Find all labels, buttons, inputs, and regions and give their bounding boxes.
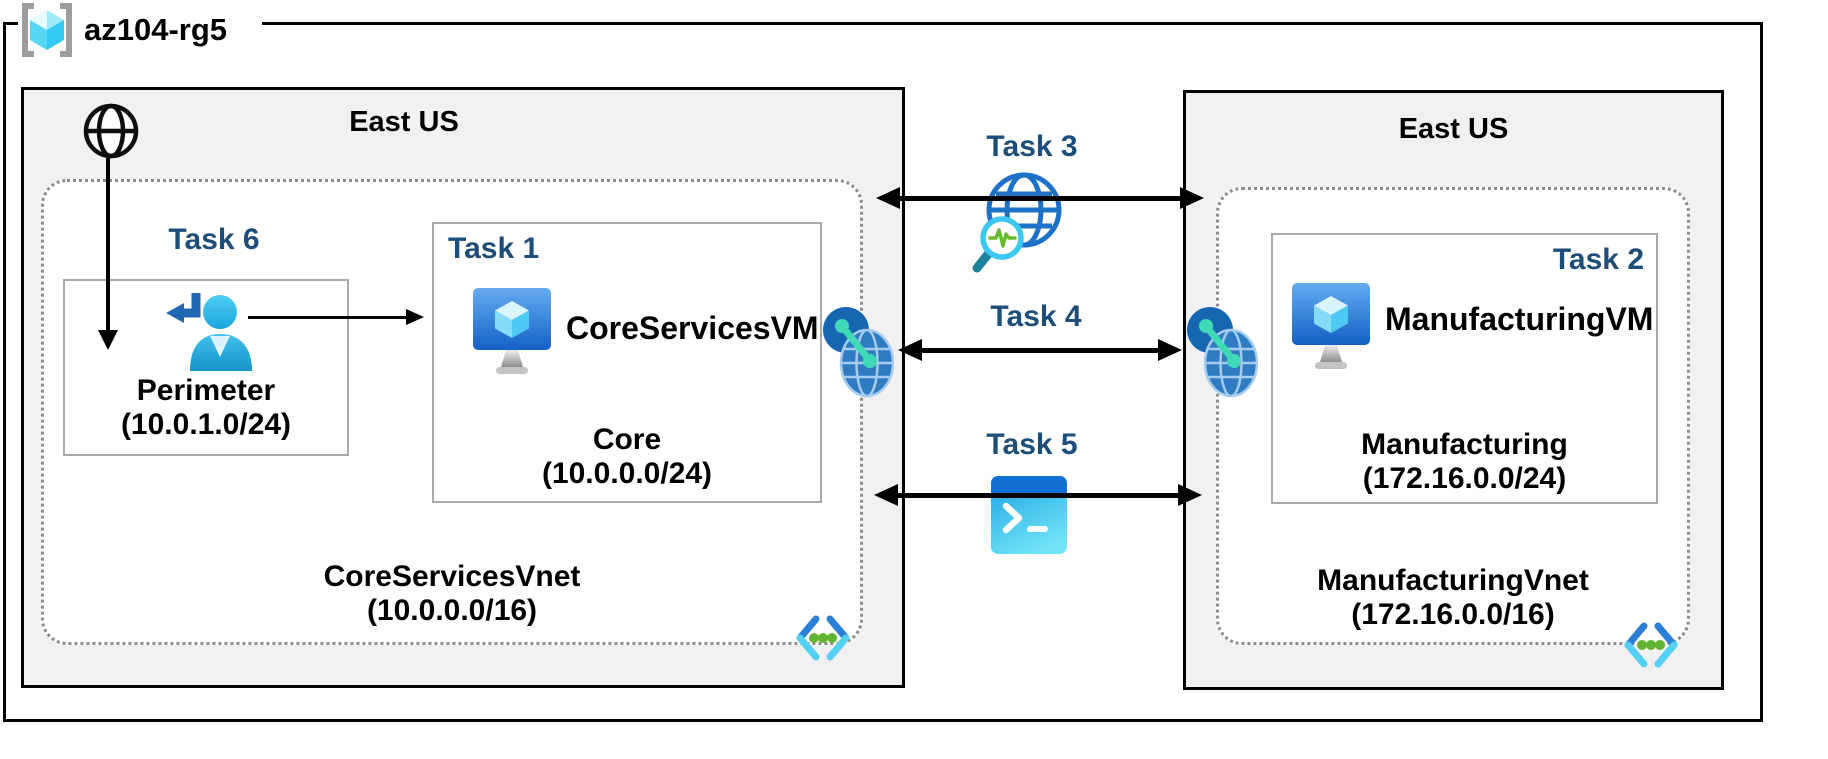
internet-to-perimeter-arrow bbox=[106, 158, 110, 332]
manufacturing-vm-name: ManufacturingVM bbox=[1385, 301, 1654, 337]
core-vnet-name: CoreServicesVnet bbox=[323, 560, 581, 593]
manufacturing-vnet-name: ManufacturingVnet bbox=[1317, 564, 1589, 597]
code-brackets-icon bbox=[796, 615, 850, 661]
core-services-vm-icon bbox=[473, 288, 551, 374]
task4-arrow bbox=[918, 348, 1162, 353]
core-subnet-name: Core bbox=[592, 423, 662, 456]
user-return-arrow-icon bbox=[166, 293, 252, 371]
vnet-peering-icon bbox=[823, 307, 894, 398]
core-subnet-box: Task 1 CoreServicesVM Core (10.0.0.0/24) bbox=[432, 222, 822, 503]
manufacturing-subnet-box: Task 2 ManufacturingVM Manufacturing (17… bbox=[1271, 233, 1658, 504]
task5-arrowhead-left bbox=[874, 484, 898, 506]
network-watcher-icon bbox=[972, 172, 1062, 273]
task5-arrowhead-right bbox=[1178, 484, 1202, 506]
perimeter-subnet-box: Perimeter (10.0.1.0/24) bbox=[63, 279, 349, 456]
code-brackets-icon bbox=[1624, 622, 1678, 668]
left-region-box: East US Task 6 Perimeter (10.0.1.0/24) bbox=[21, 87, 905, 688]
vnet-peering-icon bbox=[1187, 307, 1258, 398]
task4-label: Task 4 bbox=[990, 300, 1082, 333]
left-region-title: East US bbox=[349, 106, 459, 138]
manufacturing-subnet-cidr: (172.16.0.0/24) bbox=[1362, 462, 1567, 495]
perimeter-to-core-arrow bbox=[248, 316, 406, 319]
right-region-title: East US bbox=[1398, 113, 1509, 145]
manufacturing-subnet-name: Manufacturing bbox=[1361, 428, 1568, 461]
resource-group-icon bbox=[22, 3, 72, 57]
task1-label: Task 1 bbox=[448, 232, 540, 265]
task3-label: Task 3 bbox=[986, 130, 1078, 163]
right-region-box: East US Task 2 ManufacturingVM Manufactu… bbox=[1183, 90, 1724, 690]
task2-label: Task 2 bbox=[1552, 243, 1644, 276]
resource-group-name: az104-rg5 bbox=[84, 12, 228, 47]
perimeter-name: Perimeter bbox=[136, 374, 276, 407]
cloud-shell-icon bbox=[991, 476, 1067, 554]
internet-globe-icon bbox=[83, 103, 139, 159]
task3-arrowhead-right bbox=[1180, 187, 1204, 209]
core-services-vnet-box: Task 6 Perimeter (10.0.1.0/24) Task 1 bbox=[41, 179, 863, 661]
task3-arrowhead-left bbox=[876, 187, 900, 209]
task6-label: Task 6 bbox=[168, 223, 260, 256]
task4-arrowhead-left bbox=[898, 339, 922, 361]
resource-group-label: az104-rg5 bbox=[18, 0, 262, 60]
internet-to-perimeter-arrowhead bbox=[98, 330, 118, 350]
perimeter-cidr: (10.0.1.0/24) bbox=[120, 408, 292, 441]
core-subnet-cidr: (10.0.0.0/24) bbox=[541, 457, 713, 490]
task3-arrow bbox=[898, 196, 1188, 201]
task5-arrow bbox=[896, 493, 1182, 498]
task4-arrowhead-right bbox=[1158, 339, 1182, 361]
perimeter-to-core-arrowhead bbox=[406, 309, 424, 325]
core-vnet-cidr: (10.0.0.0/16) bbox=[366, 594, 538, 627]
manufacturing-vnet-box: Task 2 ManufacturingVM Manufacturing (17… bbox=[1216, 187, 1690, 668]
manufacturing-vm-icon bbox=[1292, 283, 1370, 369]
task5-label: Task 5 bbox=[986, 428, 1078, 461]
core-services-vm-name: CoreServicesVM bbox=[566, 310, 819, 346]
manufacturing-vnet-cidr: (172.16.0.0/16) bbox=[1351, 598, 1555, 631]
